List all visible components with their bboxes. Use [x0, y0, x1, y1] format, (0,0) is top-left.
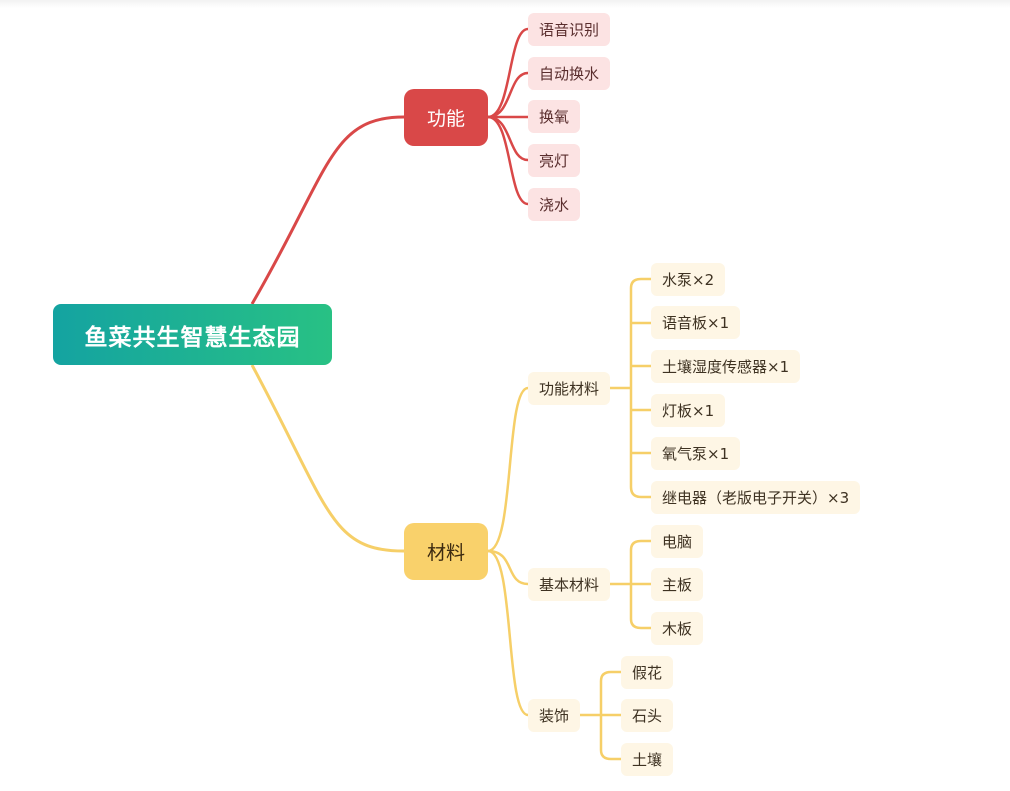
function-item[interactable]: 自动换水	[528, 57, 611, 90]
material-item[interactable]: 木板	[651, 612, 704, 645]
materials-group-functional[interactable]: 功能材料	[528, 372, 611, 405]
material-item[interactable]: 水泵×2	[651, 263, 726, 296]
link-function-1	[487, 27, 529, 119]
material-item[interactable]: 继电器（老版电子开关）×3	[651, 481, 861, 514]
decoration-item[interactable]: 土壤	[621, 743, 674, 776]
root-topic[interactable]: 鱼菜共生智慧生态园	[53, 304, 332, 365]
material-item[interactable]: 灯板×1	[651, 394, 726, 427]
material-item[interactable]: 电脑	[651, 525, 704, 558]
bracket-group1	[608, 277, 651, 499]
function-item[interactable]: 亮灯	[528, 144, 581, 177]
function-item[interactable]: 浇水	[528, 188, 581, 221]
function-item[interactable]: 换氧	[528, 100, 581, 133]
top-shadow-divider	[0, 0, 1010, 8]
material-item[interactable]: 语音板×1	[651, 306, 741, 339]
branch-materials[interactable]: 材料	[404, 523, 488, 580]
link-root-function	[250, 115, 405, 305]
bracket-group3	[579, 670, 621, 761]
link-materials-g1	[487, 386, 529, 553]
materials-group-basic[interactable]: 基本材料	[528, 568, 611, 601]
decoration-item[interactable]: 石头	[621, 699, 674, 732]
material-item[interactable]: 主板	[651, 568, 704, 601]
link-function-5	[487, 115, 529, 206]
link-root-materials	[250, 364, 405, 553]
material-item[interactable]: 氧气泵×1	[651, 437, 741, 470]
material-item[interactable]: 土壤湿度传感器×1	[651, 350, 801, 383]
branch-function[interactable]: 功能	[404, 89, 488, 146]
bracket-group2	[608, 539, 651, 630]
function-item[interactable]: 语音识别	[528, 13, 611, 46]
link-materials-g3	[487, 549, 529, 717]
materials-group-decoration[interactable]: 装饰	[528, 699, 581, 732]
decoration-item[interactable]: 假花	[621, 656, 674, 689]
link-materials-g2	[487, 549, 529, 586]
